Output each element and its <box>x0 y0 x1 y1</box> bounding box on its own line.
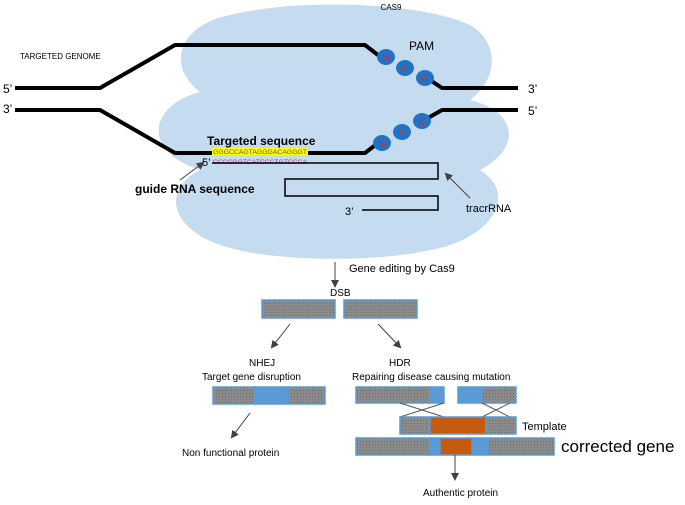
cas9-protein-blob <box>158 4 509 259</box>
targeted-sequence-bases: GGGCCAGTAGGGACAGGGT <box>213 150 307 156</box>
guide-rna-arrow <box>179 161 205 181</box>
pam-bottom-base-2: C <box>419 117 426 127</box>
hdr-left-grey <box>355 386 431 404</box>
nucleotide-g2-top <box>416 70 434 86</box>
nucleotide-n-top <box>377 49 395 65</box>
pam-bottom-base-1: C <box>399 128 406 138</box>
hdr-broken-ends <box>355 386 517 404</box>
hdr-right-blue <box>457 386 483 404</box>
corrected-gene-label: corrected gene <box>561 437 674 456</box>
template-right-grey <box>485 416 517 435</box>
disrupted-gene <box>212 386 326 405</box>
corrected-orange <box>439 437 473 456</box>
dsb-right-fragment <box>343 299 418 319</box>
hdr-crossover-lines <box>399 402 511 418</box>
three-prime-bottom-left: 3’ <box>3 102 12 116</box>
nucleotide-c2-bottom <box>413 113 431 129</box>
non-functional-protein-label: Non functional protein <box>182 448 279 459</box>
crossover-line-4 <box>481 402 511 418</box>
dsb-left-fragment <box>261 299 336 319</box>
corrected-right-blue <box>471 437 489 456</box>
template-strand <box>399 416 517 435</box>
cas9-label: CAS9 <box>381 3 402 12</box>
hdr-right-grey <box>481 386 517 404</box>
five-prime-bottom-right: 5’ <box>528 104 537 118</box>
corrected-gene-strand <box>355 437 555 456</box>
tracrrna-arrow <box>444 172 471 199</box>
tracrrna-label: tracrRNA <box>466 203 512 215</box>
authentic-protein-label: Authentic protein <box>423 488 498 499</box>
dna-bottom-strand-right <box>427 108 518 120</box>
three-prime-top-right: 3’ <box>528 82 537 96</box>
dna-bottom-strand <box>15 108 380 155</box>
guide-rna-sequence-label: guide RNA sequence <box>135 182 255 196</box>
target-gene-disruption-label: Target gene disruption <box>202 372 301 383</box>
disrupted-gene-right <box>287 386 326 405</box>
disrupted-gene-insert <box>254 386 289 405</box>
nhej-arrow <box>270 323 291 349</box>
dna-top-strand <box>15 43 380 90</box>
dsb-label: DSB <box>330 288 351 299</box>
loop-three-prime-label: 3’ <box>345 206 354 218</box>
pam-bottom-group: N C C <box>373 113 431 151</box>
nhej-label: NHEJ <box>249 358 275 369</box>
targeted-sequence-highlight <box>212 148 308 155</box>
five-prime-top-left: 5’ <box>3 82 12 96</box>
hdr-label: HDR <box>389 358 411 369</box>
pam-bottom-base-0: N <box>379 139 386 149</box>
pam-label: PAM <box>409 39 434 53</box>
tracrrna-loop <box>212 162 439 211</box>
targeted-genome-label: TARGETED GENOME <box>20 52 101 61</box>
gene-editing-label: Gene editing by Cas9 <box>349 263 455 275</box>
targeted-sequence-label: Targeted sequence <box>207 134 316 148</box>
guide-five-prime-label: 5’ <box>202 157 211 169</box>
template-orange <box>429 416 487 435</box>
nucleotide-n-bottom <box>373 135 391 151</box>
corrected-left-grey <box>355 437 431 456</box>
template-left-grey <box>399 416 431 435</box>
pam-top-base-2: G <box>421 74 428 84</box>
template-label: Template <box>522 421 567 433</box>
hdr-arrow <box>377 323 402 349</box>
pam-top-base-1: G <box>401 64 408 74</box>
crossover-line-2 <box>399 402 445 418</box>
nucleotide-c1-bottom <box>393 124 411 140</box>
dna-top-strand-right <box>428 78 518 90</box>
hdr-left-blue <box>429 386 445 404</box>
pam-top-group: N G G <box>377 49 434 86</box>
non-functional-arrow <box>230 412 251 439</box>
repairing-mutation-label: Repairing disease causing mutation <box>352 372 510 383</box>
pam-top-base-0: N <box>383 53 390 63</box>
disrupted-gene-left <box>212 386 256 405</box>
nucleotide-g1-top <box>396 60 414 76</box>
corrected-left-blue <box>429 437 441 456</box>
corrected-right-grey <box>487 437 555 456</box>
